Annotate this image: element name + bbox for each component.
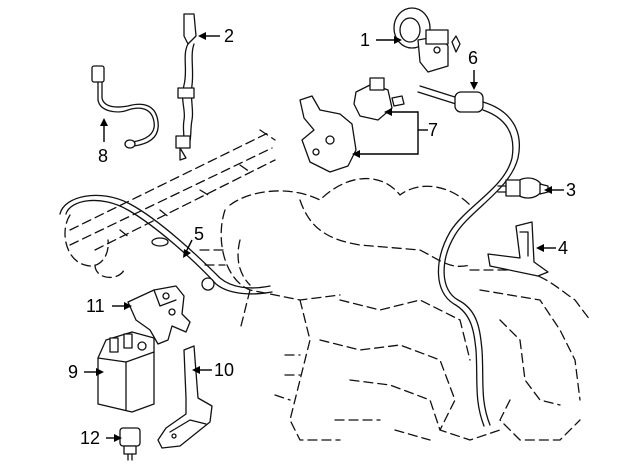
leader-lines: [84, 32, 564, 442]
callout-5: 5: [194, 224, 204, 244]
part-6-vapor-hose: [417, 85, 520, 427]
part-9-canister: [97, 331, 155, 413]
part-3-valve: [497, 177, 549, 199]
part-12-sensor: [119, 427, 141, 461]
engine-phantom-outline: [64, 129, 591, 441]
part-8-harness: [91, 65, 159, 149]
part-1-vacuum-solenoid: [393, 7, 461, 73]
part-7-solenoid-bracket: [299, 77, 405, 173]
callout-7: 7: [428, 120, 438, 140]
callout-11: 11: [86, 296, 105, 316]
part-11-bracket: [127, 285, 191, 345]
part-5-hose: [59, 194, 273, 295]
callout-2: 2: [224, 26, 234, 46]
callout-8: 8: [98, 146, 108, 166]
part-4-bracket: [487, 221, 549, 277]
callout-9: 9: [68, 362, 78, 382]
callout-6: 6: [468, 48, 478, 68]
callout-12: 12: [80, 428, 100, 448]
callout-labels: 1 2 3 4 5 6 7 8 9 10 11 12: [68, 26, 576, 448]
callout-4: 4: [558, 238, 568, 258]
callout-3: 3: [566, 180, 576, 200]
callout-1: 1: [360, 30, 370, 50]
callout-10: 10: [214, 360, 234, 380]
part-2-sensor-wire: [175, 13, 197, 161]
part-10-bracket: [157, 345, 213, 449]
